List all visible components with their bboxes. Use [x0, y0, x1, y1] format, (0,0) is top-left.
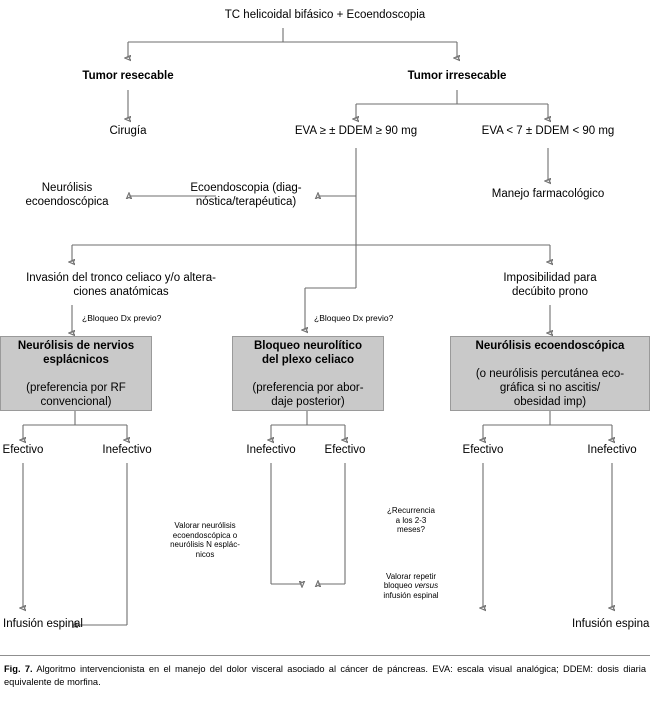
treatment-box-plexo-celiaco: Bloqueo neurolítico del plexo celiaco (p… [232, 336, 384, 411]
outcome-left-efectivo: Efectivo [2, 444, 44, 456]
annotation-valorar-repetir: Valorar repetir bloqueo versus infusión … [360, 562, 462, 600]
treatment-box-subtitle: (preferencia por RF convencional) [26, 381, 126, 408]
treatment-box-title: Neurólisis ecoendoscópica [475, 339, 625, 352]
outcome-right-efectivo: Efectivo [462, 444, 504, 456]
outcome-right-inefectivo: Inefectivo [587, 444, 637, 456]
node-root: TC helicoidal bifásico + Ecoendoscopia [224, 9, 426, 21]
node-tumor-irresecable: Tumor irresecable [407, 70, 507, 82]
outcome-left-inefectivo: Inefectivo [102, 444, 152, 456]
figure-number: Fig. 7. [4, 664, 33, 674]
annotation-recurrencia: ¿Recurrencia a los 2-3 meses? [386, 506, 435, 534]
endpoint-infusion-espinal-right: Infusión espinal [572, 618, 650, 630]
treatment-box-title: Neurólisis de nervios esplácnicos [17, 339, 135, 366]
outcome-mid-efectivo: Efectivo [324, 444, 366, 456]
label-bloqueo-dx-previo-left: ¿Bloqueo Dx previo? [82, 313, 162, 323]
node-invasion-tronco-celiaco: Invasión del tronco celiaco y/o altera- … [26, 272, 216, 298]
annotation-valorar-repetir-emphasis: versus [414, 581, 439, 590]
annotation-valorar-repetir-pre: Valorar repetir bloqueo [383, 571, 437, 591]
label-bloqueo-dx-previo-mid: ¿Bloqueo Dx previo? [314, 313, 394, 323]
node-cirugia: Cirugía [109, 125, 147, 137]
node-neurolisis-ecoendoscopica: Neurólisis ecoendoscópica [25, 182, 109, 208]
endpoint-infusion-espinal-left: Infusión espinal [3, 618, 83, 630]
treatment-box-nervios-esplacnicos: Neurólisis de nervios esplácnicos (prefe… [0, 336, 152, 411]
figure-caption-text: Algoritmo intervencionista en el manejo … [4, 664, 646, 687]
caption-divider [0, 655, 650, 656]
treatment-box-subtitle: (o neurólisis percutánea eco- gráfica si… [475, 367, 625, 408]
node-eva-high: EVA ≥ ± DDEM ≥ 90 mg [294, 125, 418, 137]
treatment-box-title: Bloqueo neurolítico del plexo celiaco [254, 339, 362, 366]
node-manejo-farmacologico: Manejo farmacológico [491, 188, 605, 200]
figure-caption: Fig. 7. Algoritmo intervencionista en el… [4, 663, 646, 688]
outcome-mid-inefectivo: Inefectivo [246, 444, 296, 456]
annotation-valorar-repetir-post: infusión espinal [383, 590, 439, 600]
node-imposibilidad-decubito: Imposibilidad para decúbito prono [503, 272, 597, 298]
node-ecoendoscopia-diagnostica: Ecoendoscopia (diag- nóstica/terapéutica… [190, 182, 302, 208]
node-tumor-resecable: Tumor resecable [82, 70, 174, 82]
treatment-box-neurolisis-ecoendoscopica: Neurólisis ecoendoscópica (o neurólisis … [450, 336, 650, 411]
annotation-valorar-neurolisis: Valorar neurólisis ecoendoscópica o neur… [170, 521, 240, 559]
treatment-box-subtitle: (preferencia por abor- daje posterior) [252, 381, 364, 408]
node-eva-low: EVA < 7 ± DDEM < 90 mg [481, 125, 615, 137]
